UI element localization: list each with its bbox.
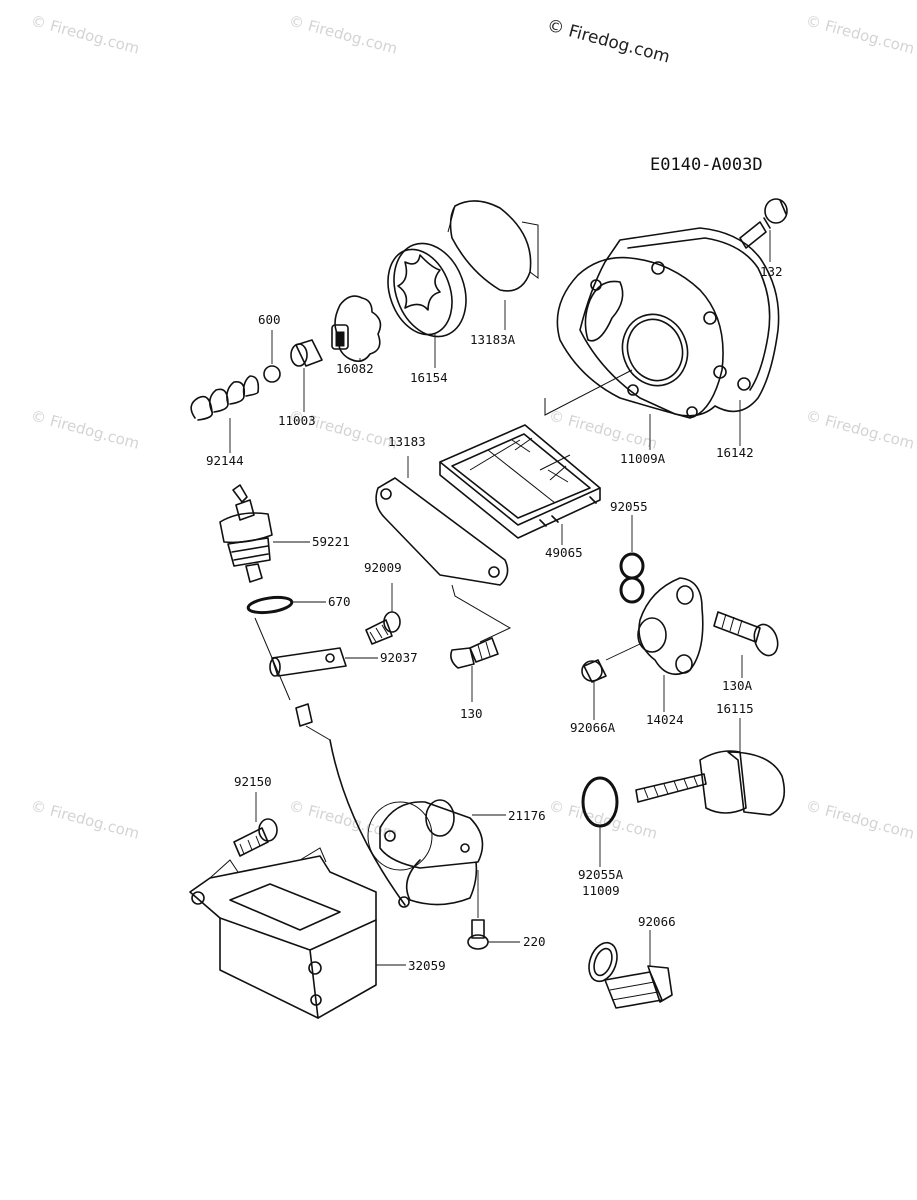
label-14024: 14024 [646, 712, 684, 727]
label-600: 600 [258, 312, 281, 327]
label-16115: 16115 [716, 701, 754, 716]
watermark-tile: © Firedog.com [29, 796, 141, 842]
bolt-92150-icon [233, 818, 278, 857]
pump-housing-16142-icon [579, 227, 780, 417]
cover-plate-13183A-icon [447, 200, 539, 292]
label-59221: 59221 [312, 534, 350, 549]
label-16142: 16142 [716, 445, 754, 460]
bolt-132-icon [739, 198, 788, 249]
spring-92144-icon [190, 375, 260, 421]
label-16154: 16154 [410, 370, 448, 385]
label-92066A: 92066A [570, 720, 616, 735]
bushing-11003-icon [290, 339, 323, 367]
screw-220-icon [467, 919, 489, 950]
inner-rotor-16082-icon [331, 295, 382, 362]
label-92150: 92150 [234, 774, 272, 789]
label-220: 220 [523, 934, 546, 949]
screw-92009-icon [365, 611, 401, 645]
label-92037: 92037 [380, 650, 418, 665]
watermark-tile: © Firedog.com [287, 11, 399, 57]
watermark-top: © Firedog.com [545, 16, 672, 68]
watermark-tile: © Firedog.com [804, 796, 916, 842]
o-ring-670-icon [246, 595, 294, 615]
label-16082: 16082 [336, 361, 374, 376]
label-13183A: 13183A [470, 332, 516, 347]
label-49065: 49065 [545, 545, 583, 560]
label-11009: 11009 [582, 883, 620, 898]
part-labels: 132 13183A 600 16154 16082 11003 92144 1… [206, 264, 783, 973]
watermark-tile: © Firedog.com [804, 406, 916, 452]
dipstick-16115-icon [635, 750, 786, 816]
watermark-tile: © Firedog.com [547, 406, 659, 452]
outer-rotor-16154-icon [387, 242, 467, 338]
float-rod-icon [254, 617, 331, 741]
label-92055A: 92055A [578, 867, 624, 882]
label-130: 130 [460, 706, 483, 721]
watermark-tile: © Firedog.com [29, 11, 141, 57]
watermark-tile: © Firedog.com [804, 11, 916, 57]
tube-92037-icon [269, 647, 347, 677]
o-ring-92055-icon [619, 552, 645, 604]
bolt-130A-icon [713, 611, 779, 657]
washer-11009-icon [588, 941, 618, 983]
label-32059: 32059 [408, 958, 446, 973]
ball-600-icon [263, 365, 281, 383]
label-11003: 11003 [278, 413, 316, 428]
plug-92066A-icon [581, 659, 607, 683]
label-132: 132 [760, 264, 783, 279]
case-32059-icon [189, 847, 377, 1019]
label-11009A: 11009A [620, 451, 666, 466]
label-130A: 130A [722, 678, 753, 693]
drain-plug-92066-icon [604, 965, 673, 1009]
label-670: 670 [328, 594, 351, 609]
leader-lines [229, 230, 771, 966]
label-92144: 92144 [206, 453, 244, 468]
filter-49065-icon [439, 424, 601, 539]
bolt-130-icon [450, 637, 499, 669]
watermark-tile: © Firedog.com [547, 796, 659, 842]
label-92066: 92066 [638, 914, 676, 929]
gasket-11009A-icon [544, 256, 751, 419]
label-21176: 21176 [508, 808, 546, 823]
label-13183: 13183 [388, 434, 426, 449]
label-92009: 92009 [364, 560, 402, 575]
diagram-code: E0140-A003D [650, 155, 763, 175]
label-92055: 92055 [610, 499, 648, 514]
cover-14024-icon [637, 577, 704, 676]
watermark-tile: © Firedog.com [29, 406, 141, 452]
pressure-sensor-59221-icon [219, 484, 273, 583]
watermark-tile: © Firedog.com [287, 796, 399, 842]
float-assembly-21176-icon [329, 739, 484, 908]
bracket-13183-icon [375, 477, 512, 643]
